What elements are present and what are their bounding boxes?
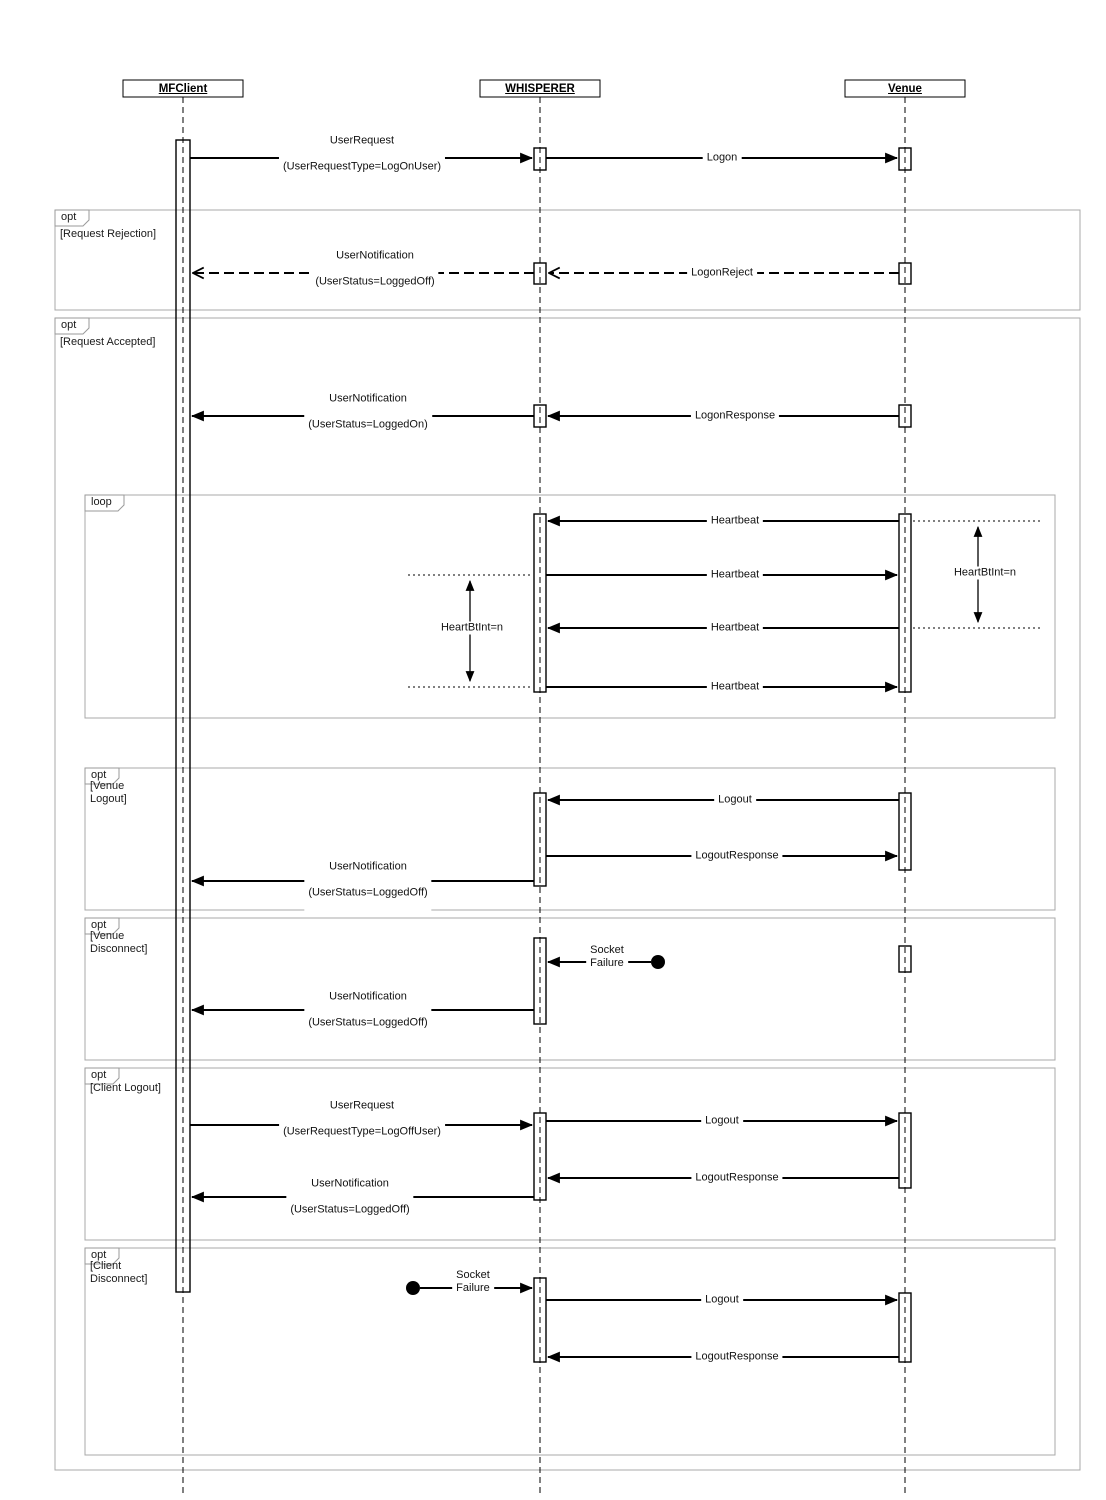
activation-whisperer xyxy=(533,1277,547,1363)
fragment-tab xyxy=(84,917,120,935)
message-label-logout-venue: Logout xyxy=(714,793,756,807)
fragment-operator-label: opt xyxy=(91,1069,107,1081)
fragment-opt-request-accepted xyxy=(54,317,1081,1471)
socket-failure-node xyxy=(651,955,665,969)
fragment-tab xyxy=(84,1247,120,1265)
fragment-operator-label: loop xyxy=(91,496,112,508)
message-label-logoutresponse-client: LogoutResponse xyxy=(691,1171,783,1185)
message-label-logon: Logon xyxy=(702,151,742,165)
fragment-guard: [Venue Disconnect] xyxy=(90,930,148,955)
message-label-socket-failure-venue: Socket Failure xyxy=(586,944,628,970)
message-label-logonresponse: LogonResponse xyxy=(690,409,780,423)
fragment-opt-request-rejection xyxy=(54,209,1081,311)
message-text: UserRequest xyxy=(329,1099,395,1112)
message-label-logoutresponse-disconnect: LogoutResponse xyxy=(691,1350,783,1364)
message-label-logoutresponse-venue: LogoutResponse xyxy=(691,849,783,863)
fragment-tab xyxy=(54,209,90,227)
message-label-logonreject: LogonReject xyxy=(687,266,757,280)
message-params: (UserStatus=LoggedOff) xyxy=(308,1016,428,1029)
fragment-guard: [Request Rejection] xyxy=(60,228,156,240)
message-text: UserNotification xyxy=(329,392,407,405)
activation-venue xyxy=(898,1292,912,1363)
socket-failure-node xyxy=(406,1281,420,1295)
message-label-heartbeat-3: Heartbeat xyxy=(706,621,764,635)
fragment-opt-client-disconnect xyxy=(84,1247,1056,1456)
fragment-opt-venue-disconnect xyxy=(84,917,1056,1061)
fragment-guard: [Client Logout] xyxy=(90,1082,161,1094)
message-text: UserNotification xyxy=(311,1177,389,1190)
fragment-operator-label: opt xyxy=(61,211,77,223)
message-label-userrequest-logoff: UserRequest (UserRequestType=LogOffUser) xyxy=(279,1086,445,1152)
activation-whisperer xyxy=(533,513,547,693)
message-params: (UserStatus=LoggedOn) xyxy=(308,418,428,431)
fragment-tab xyxy=(84,494,125,512)
heartbtint-annotation-right: HeartBtInt=n xyxy=(949,566,1021,580)
fragment-operator-label: opt xyxy=(61,319,77,331)
activation-venue xyxy=(898,945,912,973)
message-label-heartbeat-4: Heartbeat xyxy=(706,680,764,694)
message-label-usernotification-loggedon: UserNotification (UserStatus=LoggedOn) xyxy=(304,379,432,445)
fragment-operator-label: opt xyxy=(91,919,107,931)
actor-box-venue xyxy=(844,79,966,98)
activation-venue xyxy=(898,147,912,171)
fragment-guard: [Venue Logout] xyxy=(90,780,127,805)
message-label-logout-client: Logout xyxy=(701,1114,743,1128)
heartbtint-annotation-left: HeartBtInt=n xyxy=(436,621,508,635)
message-label-heartbeat-1: Heartbeat xyxy=(706,514,764,528)
fragment-opt-venue-logout xyxy=(84,767,1056,911)
activation-whisperer xyxy=(533,1112,547,1201)
message-label-heartbeat-2: Heartbeat xyxy=(706,568,764,582)
activation-whisperer xyxy=(533,937,547,1025)
message-label-socket-failure-client: Socket Failure xyxy=(452,1269,494,1295)
activation-mfclient xyxy=(175,139,191,1293)
message-label-usernotification-loggedoff-3: UserNotification (UserStatus=LoggedOff) xyxy=(286,1164,414,1230)
activation-venue xyxy=(898,513,912,693)
message-params: (UserRequestType=LogOffUser) xyxy=(283,1125,441,1138)
actor-label-mfclient: MFClient xyxy=(158,83,208,95)
fragment-tab xyxy=(84,1067,120,1085)
activation-venue xyxy=(898,792,912,871)
fragment-operator-label: opt xyxy=(91,1249,107,1261)
message-label-logout-disconnect: Logout xyxy=(701,1293,743,1307)
fragment-guard: [Request Accepted] xyxy=(60,336,156,348)
message-params: (UserRequestType=LogOnUser) xyxy=(282,160,442,173)
message-params: (UserStatus=LoggedOff) xyxy=(315,275,435,288)
actor-box-mfclient xyxy=(122,79,244,98)
activation-whisperer xyxy=(533,792,547,887)
message-text: UserNotification xyxy=(329,860,407,873)
message-text: UserRequest xyxy=(329,134,395,147)
activation-venue xyxy=(898,1112,912,1189)
message-params: (UserStatus=LoggedOff) xyxy=(290,1203,410,1216)
message-label-usernotification-loggedoff-1: UserNotification (UserStatus=LoggedOff) xyxy=(304,847,432,913)
actor-label-whisperer: WHISPERER xyxy=(505,83,575,95)
fragment-opt-client-logout xyxy=(84,1067,1056,1241)
message-label-usernotification-loggedoff-2: UserNotification (UserStatus=LoggedOff) xyxy=(304,977,432,1043)
actor-label-venue: Venue xyxy=(888,83,922,95)
message-text: UserNotification xyxy=(336,249,414,262)
fragment-loop-heartbeat xyxy=(84,494,1056,719)
fragment-tab xyxy=(54,317,90,335)
message-params: (UserStatus=LoggedOff) xyxy=(308,886,428,899)
message-label-usernotification-rejected: UserNotification (UserStatus=LoggedOff) xyxy=(311,236,439,302)
fragment-guard: [Client Disconnect] xyxy=(90,1260,148,1285)
fragment-operator-label: opt xyxy=(91,769,107,781)
message-text: UserNotification xyxy=(329,990,407,1003)
message-label-userrequest-logon: UserRequest (UserRequestType=LogOnUser) xyxy=(278,121,446,187)
fragment-tab xyxy=(84,767,120,785)
actor-box-whisperer xyxy=(479,79,601,98)
